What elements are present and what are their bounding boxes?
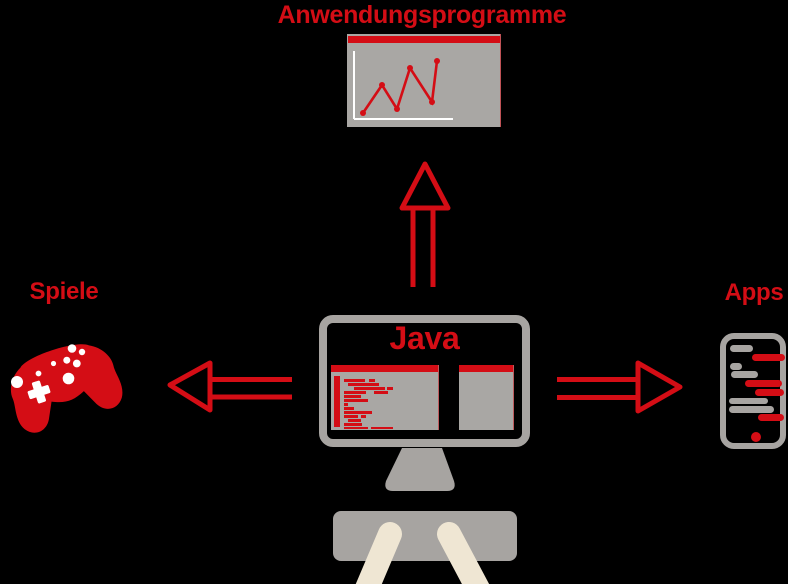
app-bar-gray	[729, 406, 774, 413]
app-bar-gray	[730, 345, 753, 352]
home-button-icon	[751, 432, 761, 442]
label-apps: Apps	[724, 279, 784, 306]
chart-plot	[353, 51, 453, 120]
app-bar-gray	[730, 363, 742, 370]
code-line-segment	[344, 403, 348, 406]
code-line-segment	[344, 391, 366, 394]
code-line-segment	[344, 399, 368, 402]
right-arm	[437, 522, 490, 584]
gamepad-left-stick	[11, 376, 23, 388]
monitor-stand	[385, 448, 455, 491]
gamepad-icon	[10, 344, 123, 433]
code-line-segment	[361, 414, 366, 418]
line-chart-window-icon	[347, 34, 501, 127]
label-spiele: Spiele	[29, 278, 99, 305]
typing-arms-icon	[355, 522, 490, 584]
chart-titlebar	[348, 36, 500, 43]
app-bar-red	[745, 379, 782, 387]
app-bar-red	[758, 414, 784, 421]
chart-point	[379, 82, 385, 88]
monitor-frame	[319, 315, 530, 447]
app-list-bars	[726, 339, 785, 443]
code-line-segment	[369, 379, 375, 383]
chart-point	[360, 110, 366, 116]
empty-window-icon	[459, 365, 514, 430]
arrow-right-icon	[557, 360, 683, 414]
code-line-segment	[344, 379, 365, 383]
chart-point	[394, 106, 400, 112]
code-gutter	[334, 376, 340, 427]
chart-point	[407, 65, 413, 71]
chart-point	[429, 99, 435, 105]
code-window-icon	[331, 365, 439, 430]
app-bar-gray	[731, 371, 758, 378]
code-line-segment	[344, 426, 368, 430]
empty-window-titlebar	[459, 365, 513, 372]
left-arm	[355, 522, 402, 584]
code-line-segment	[344, 414, 358, 418]
code-line-segment	[344, 395, 361, 398]
code-line-segment	[371, 426, 393, 430]
chart-series	[360, 58, 440, 116]
arrow-up-icon	[399, 161, 451, 287]
keyboard-icon	[333, 511, 517, 561]
code-line-segment	[344, 406, 354, 410]
code-line-segment	[374, 391, 388, 394]
code-line-segment	[387, 387, 393, 390]
code-line-segment	[354, 387, 385, 390]
code-line-segment	[344, 410, 372, 414]
app-bar-gray	[729, 397, 768, 404]
arrow-left-icon	[167, 360, 292, 413]
code-window-titlebar	[331, 365, 438, 372]
chart-line	[361, 60, 439, 114]
gamepad-body	[10, 344, 123, 433]
code-line-segment	[348, 418, 361, 422]
code-line-segment	[344, 422, 362, 426]
gamepad-buttons	[35, 344, 86, 377]
chart-point	[434, 58, 440, 64]
gamepad-dpad	[27, 380, 51, 404]
code-line-segment	[348, 383, 379, 387]
app-bar-red	[752, 353, 785, 361]
label-anwendungsprogramme: Anwendungsprogramme	[277, 1, 567, 29]
code-lines	[331, 365, 438, 430]
label-java: Java	[389, 320, 460, 356]
gamepad-right-stick	[62, 372, 75, 385]
app-bar-red	[755, 388, 784, 396]
smartphone-icon	[720, 333, 786, 449]
